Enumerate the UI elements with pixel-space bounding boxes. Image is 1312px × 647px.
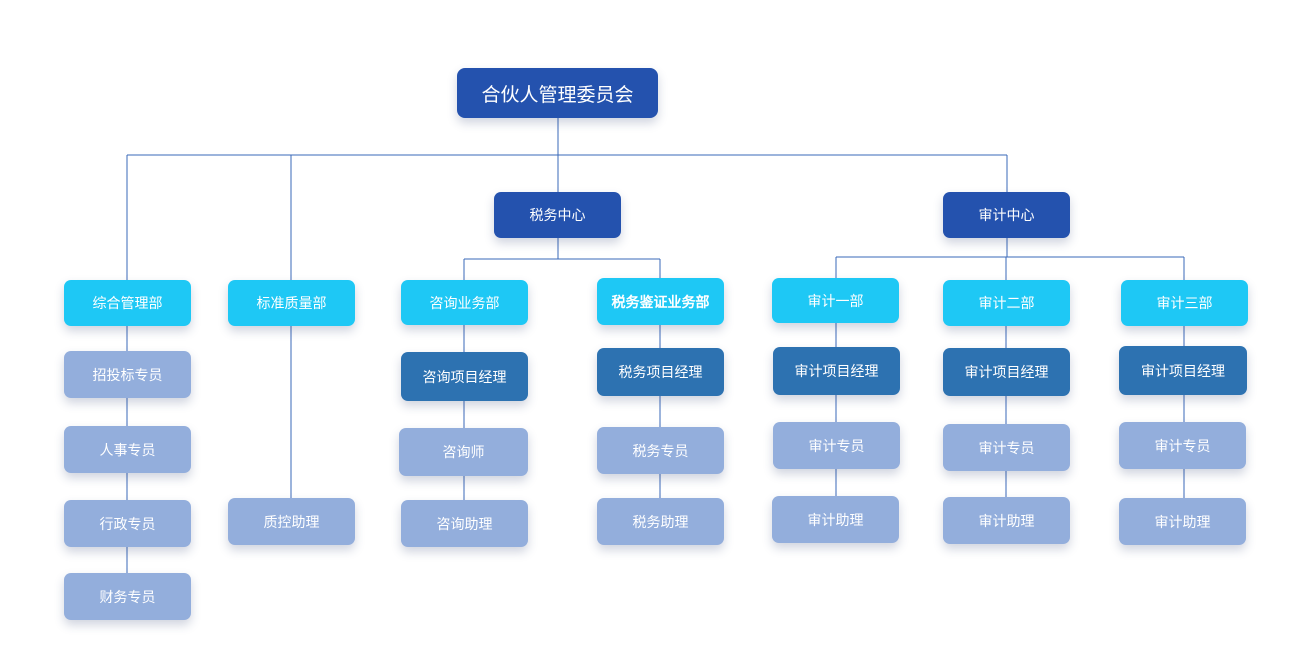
role-consulting-project-manager: 咨询项目经理 (401, 352, 528, 401)
role-audit2-assistant: 审计助理 (943, 497, 1070, 544)
role-audit3-assistant: 审计助理 (1119, 498, 1246, 545)
role-audit2-project-manager: 审计项目经理 (943, 348, 1070, 396)
role-consultant: 咨询师 (399, 428, 528, 476)
role-qc-assistant: 质控助理 (228, 498, 355, 545)
role-hr-specialist: 人事专员 (64, 426, 191, 473)
role-audit2-specialist: 审计专员 (943, 424, 1070, 471)
role-tax-assistant: 税务助理 (597, 498, 724, 545)
role-audit1-assistant: 审计助理 (772, 496, 899, 543)
dept-quality-standards: 标准质量部 (228, 280, 355, 326)
role-audit3-specialist: 审计专员 (1119, 422, 1246, 469)
audit-center-node: 审计中心 (943, 192, 1070, 238)
dept-audit-2: 审计二部 (943, 280, 1070, 326)
dept-audit-1: 审计一部 (772, 278, 899, 323)
dept-tax-assurance: 税务鉴证业务部 (597, 278, 724, 325)
role-tax-project-manager: 税务项目经理 (597, 348, 724, 396)
role-finance-specialist: 财务专员 (64, 573, 191, 620)
tax-center-node: 税务中心 (494, 192, 621, 238)
role-audit3-project-manager: 审计项目经理 (1119, 346, 1247, 395)
role-bidding-specialist: 招投标专员 (64, 351, 191, 398)
role-tax-specialist: 税务专员 (597, 427, 724, 474)
role-audit1-project-manager: 审计项目经理 (773, 347, 900, 395)
role-consulting-assistant: 咨询助理 (401, 500, 528, 547)
partner-committee-node: 合伙人管理委员会 (457, 68, 658, 118)
dept-general-management: 综合管理部 (64, 280, 191, 326)
role-admin-specialist: 行政专员 (64, 500, 191, 547)
dept-audit-3: 审计三部 (1121, 280, 1248, 326)
dept-consulting: 咨询业务部 (401, 280, 528, 325)
role-audit1-specialist: 审计专员 (773, 422, 900, 469)
